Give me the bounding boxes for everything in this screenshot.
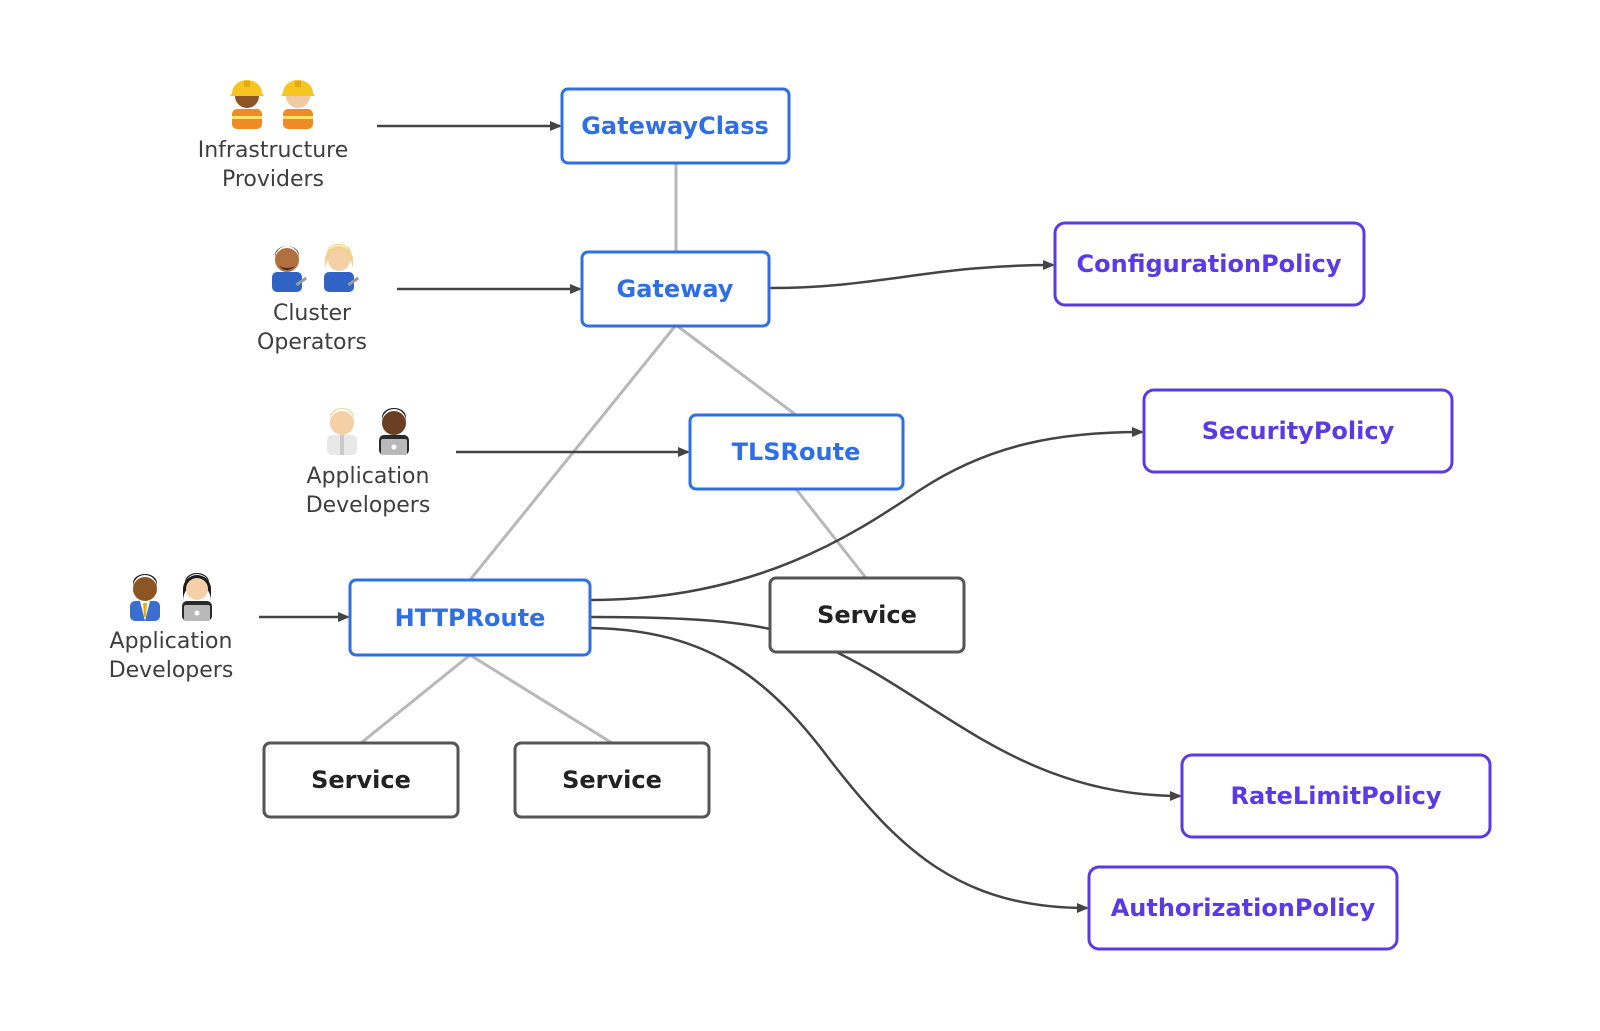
line-httproute-service-2 [469,653,613,745]
line-tlsroute-service [794,488,868,579]
mechanic-man-icon [272,246,308,292]
node-service-http-2-label: Service [562,766,662,794]
policy-arrows [590,260,1182,913]
node-gateway[interactable]: Gateway [580,250,771,328]
actor-application-developers-http: Application Developers [109,573,234,683]
arrow-httproute-to-securitypolicy [590,427,1144,602]
technologist-person-icon [379,408,409,455]
node-ratelimitpolicy-label: RateLimitPolicy [1230,782,1441,810]
actor-cluster-operators-line1: Cluster [273,301,352,326]
node-gateway-label: Gateway [617,275,734,303]
arrow-httproute-to-authorizationpolicy [590,626,1089,913]
node-service-tls-label: Service [817,601,917,629]
node-service-http-2[interactable]: Service [513,741,711,819]
actor-cluster-operators-line2: Operators [257,330,367,355]
node-configurationpolicy[interactable]: ConfigurationPolicy [1053,221,1366,307]
actor-application-developers-tls-line2: Developers [306,493,431,518]
actor-arrows [259,121,690,622]
technologist-woman-icon [182,573,212,621]
actor-infrastructure-providers-line1: Infrastructure [198,138,349,163]
node-gatewayclass-label: GatewayClass [581,112,769,140]
arrow-gateway-to-configurationpolicy [769,260,1055,290]
actor-application-developers-http-line2: Developers [109,658,234,683]
mechanic-woman-icon [324,244,360,292]
node-service-http-1[interactable]: Service [262,741,460,819]
node-authorizationpolicy[interactable]: AuthorizationPolicy [1087,865,1399,951]
construction-worker-woman-icon [230,80,264,129]
node-gatewayclass[interactable]: GatewayClass [560,87,791,165]
node-httproute[interactable]: HTTPRoute [348,578,592,657]
actor-application-developers-tls: Application Developers [306,408,431,518]
actor-infrastructure-providers-line2: Providers [222,167,324,192]
construction-worker-man-icon [281,80,315,129]
node-service-tls[interactable]: Service [768,576,966,654]
node-configurationpolicy-label: ConfigurationPolicy [1077,250,1342,278]
actor-cluster-operators: Cluster Operators [257,244,367,355]
actor-application-developers-tls-line1: Application [307,464,430,489]
line-gateway-tlsroute [675,323,797,417]
node-ratelimitpolicy[interactable]: RateLimitPolicy [1180,753,1492,839]
node-securitypolicy[interactable]: SecurityPolicy [1142,388,1454,474]
node-httproute-label: HTTPRoute [395,604,546,632]
office-worker-man-icon [130,574,160,621]
line-httproute-service-1 [360,653,471,745]
scientist-person-icon [327,408,357,455]
actor-application-developers-http-line1: Application [110,629,233,654]
actor-infrastructure-providers: Infrastructure Providers [198,80,349,192]
node-tlsroute-label: TLSRoute [732,438,861,466]
node-service-http-1-label: Service [311,766,411,794]
arrow-httproute-to-ratelimitpolicy [590,615,1182,801]
node-securitypolicy-label: SecurityPolicy [1202,417,1395,445]
node-tlsroute[interactable]: TLSRoute [688,413,905,491]
node-authorizationpolicy-label: AuthorizationPolicy [1111,894,1376,922]
